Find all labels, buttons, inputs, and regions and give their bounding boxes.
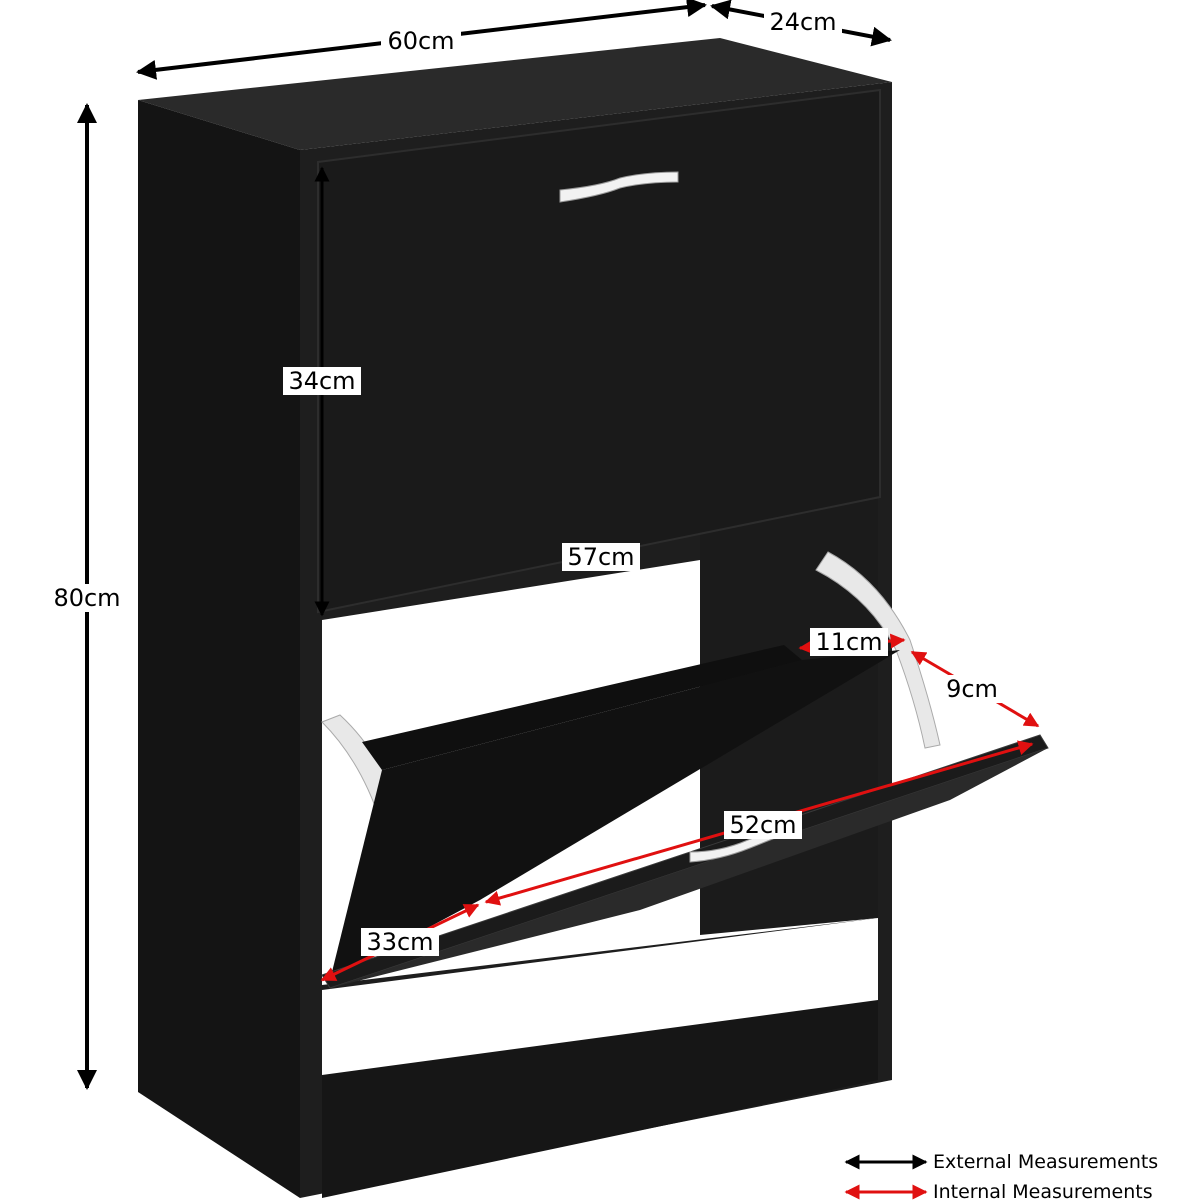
cabinet-kick-plate xyxy=(322,1000,878,1198)
tray-length-label: 52cm xyxy=(729,811,796,839)
legend: External Measurements Internal Measureme… xyxy=(844,1151,1158,1200)
upper-door-handle xyxy=(559,171,679,203)
tray-lip-label: 9cm xyxy=(946,675,998,703)
flap-width-label: 57cm xyxy=(567,543,634,571)
cabinet-side-panel xyxy=(138,100,300,1198)
width-label: 60cm xyxy=(387,27,454,55)
cabinet-lower-opening xyxy=(322,918,878,1080)
dimension-labels: 60cm 24cm 80cm 34cm 57cm 11cm 9cm 52cm 3… xyxy=(48,8,1003,956)
depth-label: 24cm xyxy=(769,8,836,36)
legend-external-label: External Measurements xyxy=(933,1151,1158,1173)
tray-opening-label: 11cm xyxy=(815,628,882,656)
flap-height-label: 34cm xyxy=(288,367,355,395)
legend-internal-label: Internal Measurements xyxy=(933,1181,1153,1200)
height-label: 80cm xyxy=(53,584,120,612)
tray-depth-label: 33cm xyxy=(366,928,433,956)
upper-flap-door xyxy=(317,88,881,614)
